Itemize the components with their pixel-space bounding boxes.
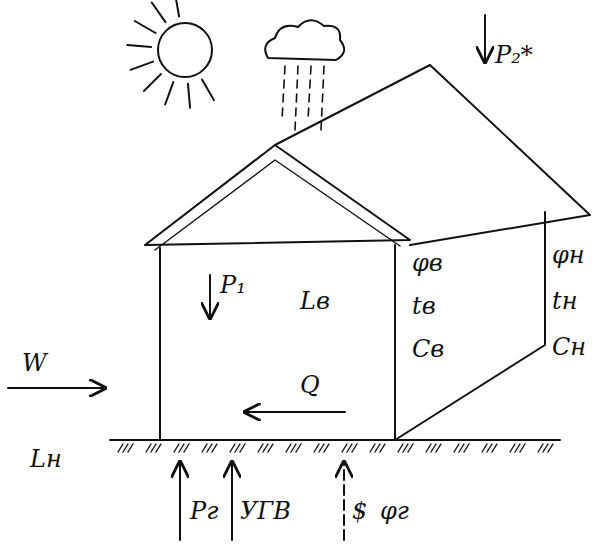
hatch-stroke xyxy=(324,444,329,452)
hatch-stroke xyxy=(268,444,273,452)
symbol-label: φв xyxy=(412,250,443,276)
sun-ray xyxy=(165,82,173,105)
sun-ray xyxy=(130,62,153,70)
hatch-stroke xyxy=(296,444,301,452)
ground-arrow xyxy=(179,462,181,540)
hatch-stroke xyxy=(403,444,408,452)
hatch-stroke xyxy=(426,444,431,452)
hatch-stroke xyxy=(151,444,156,452)
hatch-stroke xyxy=(118,444,123,452)
symbol-label: W xyxy=(22,350,47,376)
hatch-stroke xyxy=(515,444,520,452)
hatch-stroke xyxy=(459,444,464,452)
symbol-label: Lн xyxy=(30,446,62,472)
hatch-stroke xyxy=(487,444,492,452)
hatch-stroke xyxy=(543,444,548,452)
symbol-label: Pг xyxy=(190,498,218,524)
hatch-stroke xyxy=(548,444,553,452)
hatch-stroke xyxy=(520,444,525,452)
sun-ray xyxy=(127,45,151,47)
hatch-stroke xyxy=(538,444,543,452)
sun-ray xyxy=(135,21,156,33)
side-wall xyxy=(395,212,545,440)
heat-arrow xyxy=(245,411,345,413)
hatch-stroke xyxy=(202,444,207,452)
symbol-label: tв xyxy=(412,293,436,319)
symbol-label: Cв xyxy=(412,336,444,362)
symbol-label: P₂* xyxy=(495,42,533,68)
hatch-stroke xyxy=(128,444,133,452)
hatch-stroke xyxy=(370,444,375,452)
sun xyxy=(158,23,212,77)
symbol-label: P₁ xyxy=(220,272,246,298)
hatch-stroke xyxy=(263,444,268,452)
hatch-stroke xyxy=(156,444,161,452)
ground-arrow xyxy=(231,462,233,540)
hatch-stroke xyxy=(436,444,441,452)
symbol-label: $ xyxy=(352,498,367,524)
hatch-stroke xyxy=(258,444,263,452)
sun-ray xyxy=(175,0,179,17)
rain-stroke xyxy=(308,66,311,120)
symbol-label: Cн xyxy=(552,334,586,360)
gable-inner xyxy=(155,160,400,250)
hatch-stroke xyxy=(174,444,179,452)
hatch-stroke xyxy=(342,444,347,452)
rain-stroke xyxy=(295,66,298,130)
hatch-stroke xyxy=(492,444,497,452)
cloud xyxy=(265,20,344,60)
sun-rays xyxy=(127,0,214,108)
symbol-label: tн xyxy=(552,288,577,314)
hatch-stroke xyxy=(352,444,357,452)
load-arrow xyxy=(484,15,486,62)
hatch-stroke xyxy=(408,444,413,452)
sun-ray xyxy=(144,74,161,91)
wind-arrow xyxy=(8,387,105,389)
hatch-stroke xyxy=(482,444,487,452)
sun-ray xyxy=(188,84,190,108)
hatch-stroke xyxy=(431,444,436,452)
hatch-stroke xyxy=(347,444,352,452)
hatch-stroke xyxy=(207,444,212,452)
hatch-stroke xyxy=(179,444,184,452)
symbol-label: φн xyxy=(552,242,585,268)
hatch-stroke xyxy=(398,444,403,452)
ground-arrow xyxy=(343,462,345,540)
hatch-stroke xyxy=(240,444,245,452)
hatch-stroke xyxy=(380,444,385,452)
hatch-stroke xyxy=(184,444,189,452)
roof xyxy=(275,65,590,245)
hatch-stroke xyxy=(314,444,319,452)
symbol-label: УГВ xyxy=(240,498,291,524)
hatch-stroke xyxy=(123,444,128,452)
hatch-stroke xyxy=(235,444,240,452)
symbol-label: Q xyxy=(300,372,320,398)
sun-ray xyxy=(202,79,214,100)
hatch-stroke xyxy=(464,444,469,452)
ground-hatch xyxy=(118,444,553,452)
hatch-stroke xyxy=(286,444,291,452)
hatch-stroke xyxy=(319,444,324,452)
sun-ray xyxy=(152,2,166,22)
hatch-stroke xyxy=(454,444,459,452)
rain xyxy=(282,66,324,130)
hatch-stroke xyxy=(510,444,515,452)
symbol-label: φг xyxy=(380,498,409,524)
load-arrow xyxy=(209,275,211,318)
rain-stroke xyxy=(282,66,285,120)
front-wall xyxy=(160,245,395,440)
symbol-label: Lв xyxy=(300,288,330,314)
hatch-stroke xyxy=(291,444,296,452)
gable xyxy=(145,145,410,245)
ground-line xyxy=(110,439,560,441)
hatch-stroke xyxy=(146,444,151,452)
hatch-stroke xyxy=(230,444,235,452)
hatch-stroke xyxy=(375,444,380,452)
hatch-stroke xyxy=(212,444,217,452)
